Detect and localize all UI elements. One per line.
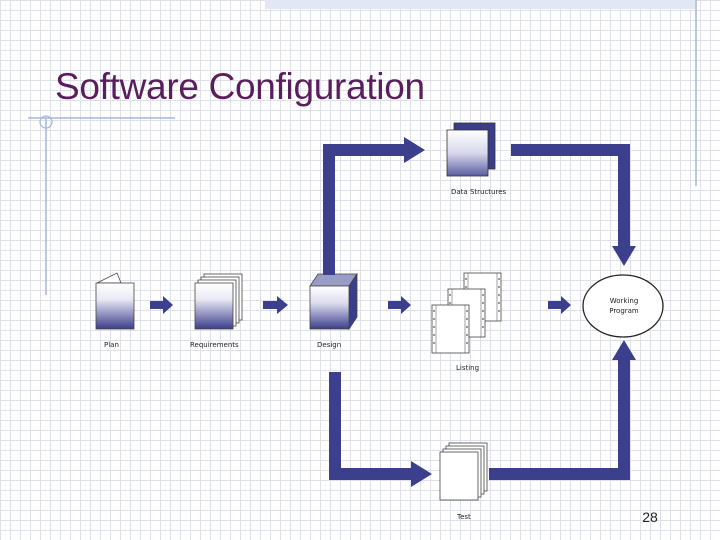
- design-cube-icon: [309, 272, 358, 331]
- listing-label: Listing: [456, 364, 480, 372]
- page-number: 28: [642, 509, 658, 525]
- listing-printout-icon: [431, 272, 502, 354]
- arrow-design-to-data-structures: [323, 137, 425, 275]
- data-structures-label: Data Structures: [451, 188, 507, 196]
- requirements-stack-icon: [194, 273, 243, 330]
- flow-loops: [323, 137, 636, 487]
- plan-document-icon: [95, 272, 135, 330]
- page-title: Software Configuration: [55, 66, 425, 107]
- working-program-ellipse: [582, 274, 664, 338]
- plan-label: Plan: [104, 341, 119, 349]
- data-structures-icon: [446, 122, 496, 177]
- arrow-requirements-to-design: [263, 296, 288, 314]
- arrow-plan-to-requirements: [150, 296, 173, 314]
- design-label: Design: [317, 341, 342, 349]
- test-label: Test: [457, 513, 471, 521]
- arrow-data-structures-to-working-program: [511, 144, 636, 266]
- flow-arrows-row: [150, 296, 571, 314]
- requirements-label: Requirements: [190, 341, 239, 349]
- arrow-design-to-test: [329, 372, 432, 487]
- arrow-design-to-listing: [388, 296, 411, 314]
- decorative-lines: [28, 0, 697, 295]
- arrow-test-to-working-program: [489, 340, 636, 480]
- working-program-label: Working Program: [609, 297, 639, 315]
- test-stack-icon: [439, 442, 488, 501]
- arrow-listing-to-working-program: [548, 296, 571, 314]
